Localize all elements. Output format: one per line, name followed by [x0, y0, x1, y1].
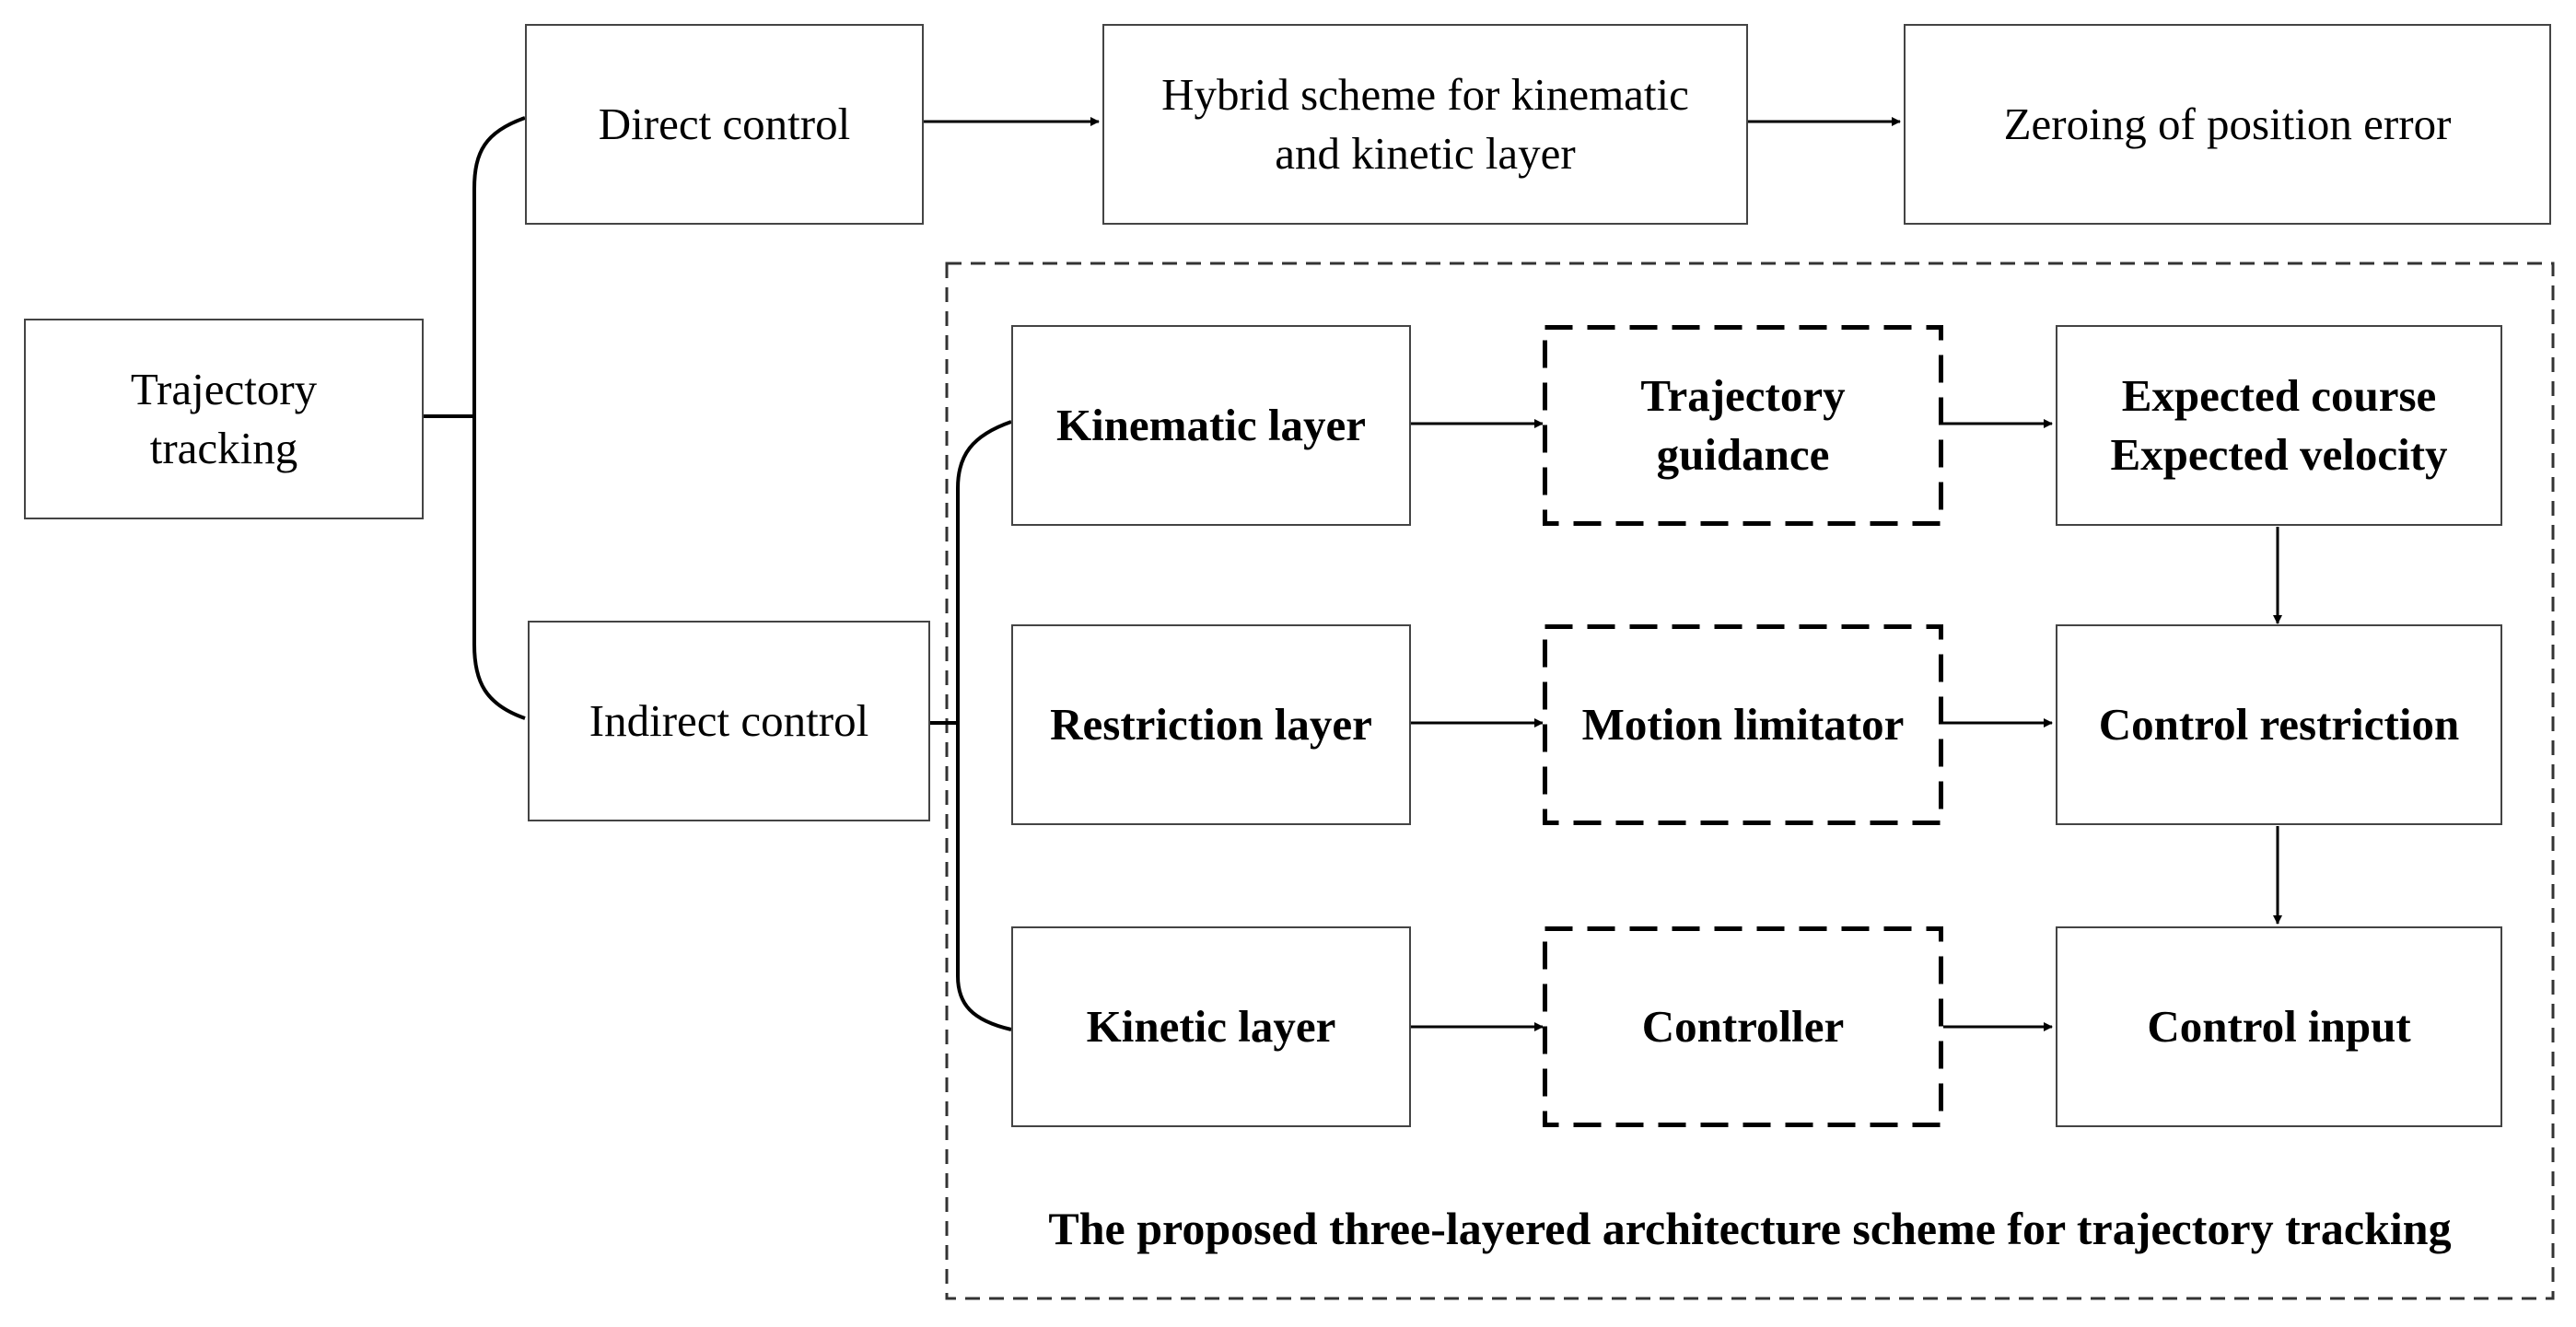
zeroing-position-error-box: Zeroing of position error [1904, 24, 2551, 225]
restriction-layer-box: Restriction layer [1011, 624, 1411, 825]
controller-label: Controller [1641, 1001, 1845, 1053]
kinetic-layer-box: Kinetic layer [1011, 926, 1411, 1127]
scheme-caption: The proposed three-layered architecture … [1048, 1203, 2452, 1254]
trajectory-guidance-label: Trajectory guidance [1640, 370, 1846, 480]
trajectory-tracking-box: Trajectory tracking [24, 319, 424, 519]
controller-box: Controller [1543, 926, 1943, 1127]
trajectory-guidance-box: Trajectory guidance [1543, 325, 1943, 526]
hybrid-scheme-box: Hybrid scheme for kinematic and kinetic … [1102, 24, 1748, 225]
expected-course-velocity-box: Expected course Expected velocity [2056, 325, 2502, 526]
proposed-scheme-frame [945, 262, 2555, 1300]
motion-limitator-label: Motion limitator [1581, 699, 1905, 751]
control-restriction-box: Control restriction [2056, 624, 2502, 825]
direct-control-box: Direct control [525, 24, 924, 225]
motion-limitator-box: Motion limitator [1543, 624, 1943, 825]
kinematic-layer-box: Kinematic layer [1011, 325, 1411, 526]
control-input-box: Control input [2056, 926, 2502, 1127]
tracking-branch-connector [424, 116, 526, 720]
indirect-branch-connector [930, 420, 1012, 1031]
indirect-control-box: Indirect control [528, 621, 930, 821]
